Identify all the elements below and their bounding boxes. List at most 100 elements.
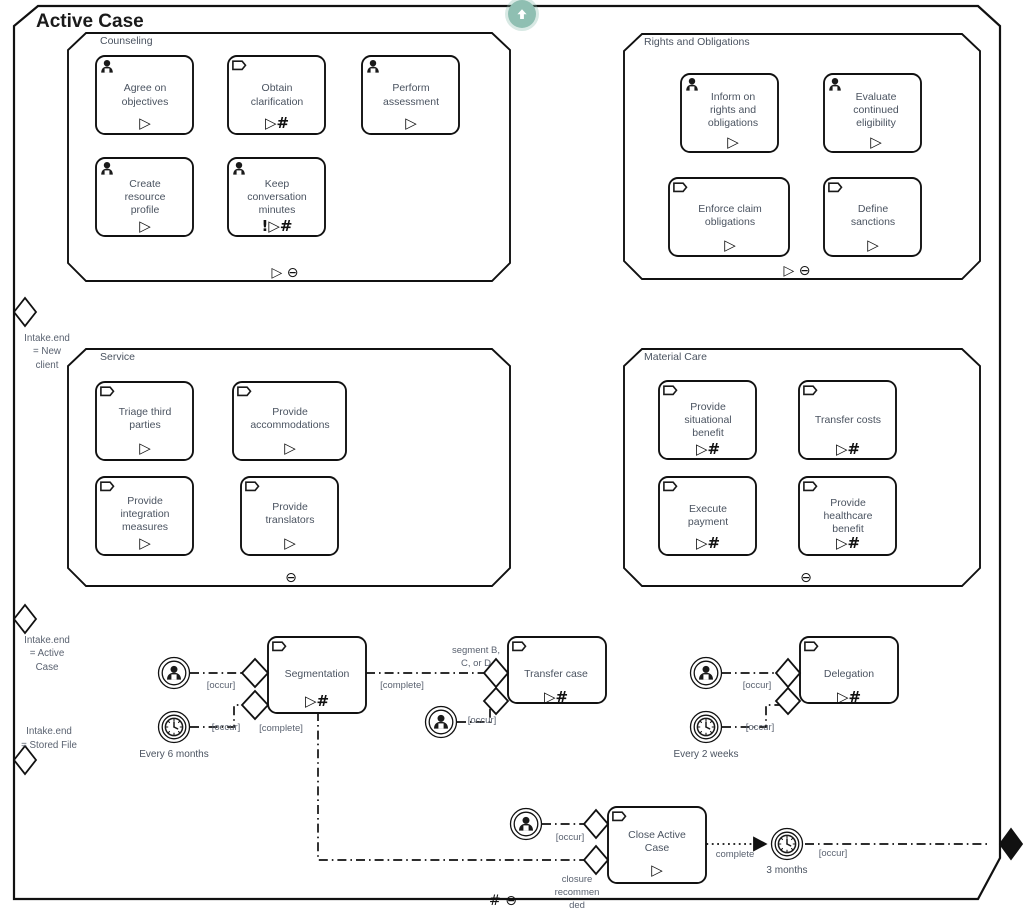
sentry-label: = Stored File <box>21 740 77 751</box>
connector-label: recommen <box>555 887 600 898</box>
task-label: integration <box>120 508 169 520</box>
connector-label: ded <box>569 900 585 911</box>
task-label: sanctions <box>851 216 895 228</box>
task-decorators: ▷# <box>305 692 329 710</box>
task-triage-third-parties[interactable] <box>95 381 194 461</box>
discretionary-task-icon <box>804 641 819 652</box>
task-label: Provide <box>690 401 726 413</box>
task-label: profile <box>131 204 160 216</box>
connector-label: [occur] <box>556 832 585 843</box>
entry-sentry-delegation-2[interactable] <box>774 686 802 716</box>
task-label: Define <box>858 203 889 215</box>
entry-sentry-delegation-1[interactable] <box>774 657 802 689</box>
task-label: objectives <box>122 96 169 108</box>
task-label: healthcare <box>823 510 872 522</box>
task-keep-conversation-minutes[interactable] <box>227 157 326 237</box>
task-execute-payment[interactable] <box>658 476 757 556</box>
task-evaluate-continued-eligibility[interactable] <box>823 73 922 153</box>
task-close-active-case[interactable] <box>582 806 707 884</box>
entry-sentry-close-2[interactable] <box>582 844 610 876</box>
connector-label: [occur] <box>207 680 236 691</box>
sentry-label: = New <box>33 346 62 357</box>
stage-label-material: Material Care <box>644 351 707 363</box>
task-label: Case <box>645 842 670 854</box>
task-provide-healthcare-benefit[interactable] <box>798 476 897 556</box>
discretionary-task-icon <box>663 481 678 492</box>
task-decorators: ▷ <box>724 236 736 254</box>
task-decorators: ▷# <box>837 688 861 706</box>
task-decorators: ▷# <box>836 440 860 458</box>
task-create-resource-profile[interactable] <box>95 157 194 237</box>
task-label: payment <box>688 516 728 528</box>
connector-label: [occur] <box>468 715 497 726</box>
task-decorators: ▷# <box>544 688 568 706</box>
entry-sentry-segmentation-1[interactable] <box>240 657 270 689</box>
task-provide-translators[interactable] <box>240 476 339 556</box>
task-label: situational <box>684 414 731 426</box>
task-obtain-clarification[interactable] <box>227 55 326 135</box>
task-decorators: ▷ <box>727 133 739 151</box>
arrow-up-circle-icon <box>514 6 530 22</box>
task-label: Transfer costs <box>815 414 881 426</box>
sentry-label: = Active <box>30 648 65 659</box>
task-agree-on-objectives[interactable] <box>95 55 194 135</box>
task-label: translators <box>265 514 314 526</box>
task-decorators: ▷ <box>139 114 151 132</box>
connector-label: segment B, <box>452 645 500 656</box>
task-transfer-case[interactable] <box>482 636 607 716</box>
task-label: Provide <box>127 495 163 507</box>
task-label: measures <box>122 521 168 533</box>
task-decorators: ▷# <box>265 114 289 132</box>
task-label: benefit <box>692 427 724 439</box>
task-transfer-costs[interactable] <box>798 380 897 460</box>
task-label: resource <box>125 191 166 203</box>
entry-sentry-new-client[interactable] <box>12 296 38 328</box>
connector-label: complete <box>716 849 755 860</box>
task-delegation[interactable] <box>774 636 899 716</box>
task-decorators: ▷# <box>836 534 860 552</box>
task-label: Obtain <box>262 82 293 94</box>
task-provide-situational-benefit[interactable] <box>658 380 757 460</box>
entry-sentry-segmentation-2[interactable] <box>240 689 270 721</box>
task-segmentation[interactable] <box>240 636 367 721</box>
task-label: eligibility <box>856 117 896 129</box>
task-label: Triage third <box>119 406 172 418</box>
task-decorators: ▷ <box>139 534 151 552</box>
entry-sentry-transfer-2[interactable] <box>482 686 510 716</box>
sentry-label: Intake.end <box>24 333 70 344</box>
task-enforce-claim-obligations[interactable] <box>668 177 790 257</box>
task-label: continued <box>853 104 899 116</box>
event-caption: Every 6 months <box>139 749 208 760</box>
task-inform-on-rights-and-obligations[interactable] <box>680 73 779 153</box>
task-provide-accommodations[interactable] <box>232 381 347 461</box>
discretionary-task-icon <box>237 386 252 397</box>
task-provide-integration-measures[interactable] <box>95 476 194 556</box>
entry-sentry-stored-file[interactable] <box>12 744 38 776</box>
case-plan-model-decorators: # ⊖ <box>489 893 517 909</box>
task-label: Transfer case <box>524 668 588 680</box>
task-perform-assessment[interactable] <box>361 55 460 135</box>
entry-sentry-close-1[interactable] <box>582 808 610 840</box>
entry-sentry-active-case[interactable] <box>12 603 38 635</box>
task-label: clarification <box>251 96 304 108</box>
sentry-label: client <box>36 360 59 371</box>
sentry-label: Intake.end <box>24 635 70 646</box>
connector-label: C, or D <box>461 658 491 669</box>
task-define-sanctions[interactable] <box>823 177 922 257</box>
discretionary-task-icon <box>232 60 247 71</box>
connector-segmentation-complete-to-close <box>317 712 608 861</box>
discretionary-task-icon <box>612 811 627 822</box>
entry-sentry-transfer-1[interactable] <box>482 657 510 689</box>
stage-label-rights: Rights and Obligations <box>644 36 750 48</box>
exit-sentry-case[interactable] <box>998 827 1024 861</box>
discretionary-task-icon <box>245 481 260 492</box>
task-label: parties <box>129 419 161 431</box>
stage-label-counseling: Counseling <box>100 35 153 47</box>
task-label: Keep <box>265 178 290 190</box>
event-caption: 3 months <box>766 865 807 876</box>
task-label: Close Active <box>628 829 686 841</box>
task-label: assessment <box>383 96 439 108</box>
scroll-to-top-button[interactable] <box>508 0 536 28</box>
task-decorators: ▷ <box>870 133 882 151</box>
